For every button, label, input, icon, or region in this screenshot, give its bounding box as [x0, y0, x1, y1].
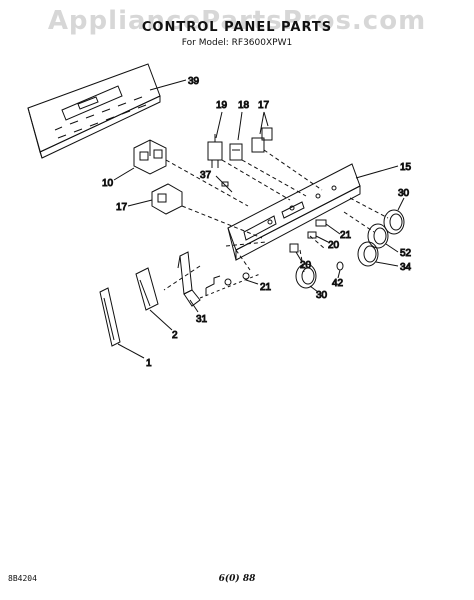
- leader-30-upper: [397, 197, 405, 211]
- leader-31: [189, 299, 199, 313]
- part-30-knob-upper: [383, 209, 405, 235]
- leader-1: [117, 343, 145, 359]
- part-21-clip-upper: [315, 219, 327, 227]
- callout-42: 42: [332, 278, 344, 289]
- leader-20-lower: [295, 251, 303, 263]
- callout-39: 39: [188, 76, 200, 87]
- part-20-clip-lower: [289, 243, 299, 253]
- part-15-control-panel: [227, 163, 361, 261]
- part-21-clip-lower: [199, 272, 261, 299]
- part-39-back-panel: [27, 63, 161, 159]
- leader-10: [113, 167, 135, 181]
- part-52-knob: [367, 223, 389, 249]
- callout-2: 2: [172, 330, 178, 341]
- callout-17-lower: 17: [116, 202, 128, 213]
- part-20-clip-upper: [307, 231, 317, 239]
- leader-18: [237, 111, 243, 141]
- part-10-switch: [133, 139, 167, 175]
- callout-21-upper: 21: [340, 230, 352, 241]
- part-17-switch-lower: [151, 183, 183, 215]
- part-30-knob-lower: [295, 263, 317, 289]
- callout-20-lower: 20: [300, 260, 312, 271]
- callout-19: 19: [216, 100, 228, 111]
- leader-15: [355, 165, 399, 179]
- leader-20-upper: [315, 235, 329, 243]
- leader-21-upper: [325, 223, 341, 235]
- callout-37: 37: [200, 170, 212, 181]
- drawing-code: 8B4204: [8, 574, 37, 583]
- callout-15: 15: [400, 162, 412, 173]
- callout-1: 1: [146, 358, 152, 369]
- leader-17-upper-a: [259, 111, 265, 135]
- leader-17-upper-b: [263, 111, 269, 127]
- footer-mark: 6(0) 88: [218, 574, 256, 584]
- callout-10: 10: [102, 178, 114, 189]
- callout-52: 52: [400, 248, 412, 259]
- leader-19: [215, 111, 223, 139]
- leader-17-lower: [127, 199, 153, 207]
- part-1-side-trim: [99, 287, 121, 347]
- callout-34: 34: [400, 262, 412, 273]
- leader-34: [375, 261, 399, 267]
- leader-42: [337, 269, 341, 279]
- leader-39: [149, 79, 187, 91]
- part-37-bracket: [215, 175, 233, 193]
- leader-21-lower: [245, 279, 259, 285]
- callout-31: 31: [196, 314, 208, 325]
- part-34-knob: [357, 241, 379, 267]
- part-31-end-cap: [177, 251, 201, 307]
- callout-20-upper: 20: [328, 240, 340, 251]
- callout-18: 18: [238, 100, 250, 111]
- part-42-indicator: [336, 261, 344, 271]
- diagram-title: CONTROL PANEL PARTS: [141, 20, 333, 35]
- leader-30-lower: [309, 285, 319, 293]
- callout-21-lower: 21: [260, 282, 272, 293]
- callout-30-upper: 30: [398, 188, 410, 199]
- model-subtitle: For Model: RF3600XPW1: [181, 38, 293, 48]
- callout-17-upper: 17: [258, 100, 270, 111]
- callout-30-lower: 30: [316, 290, 328, 301]
- part-19-switch: [207, 134, 223, 168]
- watermark: AppliancePartsPros.com: [47, 6, 427, 36]
- leader-52: [385, 243, 399, 253]
- part-18-switch: [229, 143, 243, 161]
- part-2-side-trim: [135, 267, 159, 311]
- part-17-switch-upper: [251, 127, 273, 153]
- leader-2: [149, 309, 173, 331]
